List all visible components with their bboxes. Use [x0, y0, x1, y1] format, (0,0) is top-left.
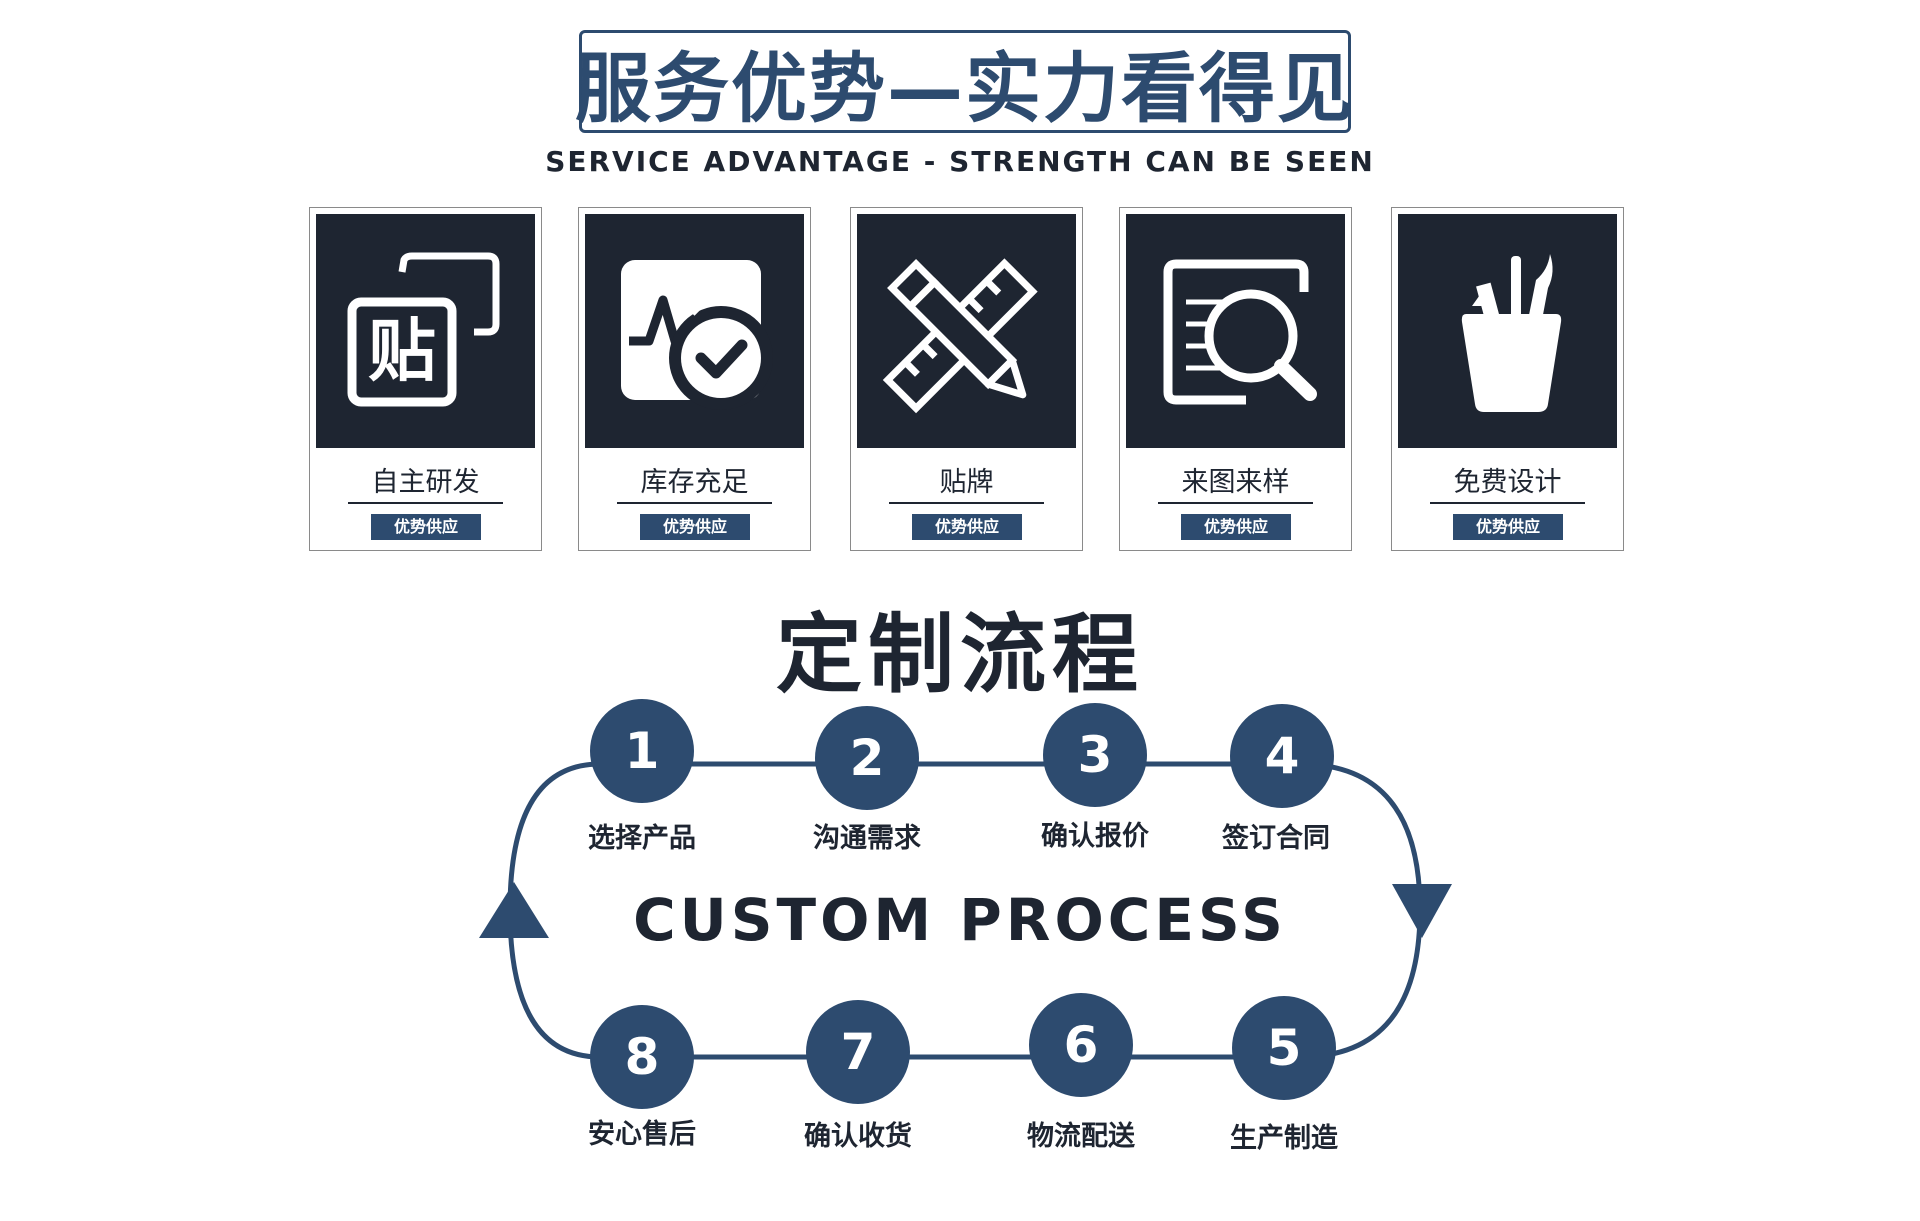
card-icon-tile [857, 214, 1076, 448]
step-label: 生产制造 [1230, 1123, 1338, 1154]
card-badge: 优势供应 [1453, 514, 1563, 540]
step-circle: 6 [1029, 993, 1133, 1097]
process-title: 定制流程 [776, 605, 1144, 705]
advantage-card-stock: 库存充足 优势供应 [578, 207, 811, 551]
card-divider [348, 502, 503, 504]
card-title: 免费设计 [1453, 467, 1562, 498]
step-circle: 1 [590, 699, 694, 803]
process-subtitle: CUSTOM PROCESS [633, 886, 1287, 954]
page-title: 服务优势—实力看得见 [575, 43, 1355, 133]
card-title: 贴牌 [939, 467, 994, 498]
brush-holder-icon [1461, 254, 1562, 412]
card-icon-tile [585, 214, 804, 448]
card-title: 库存充足 [640, 467, 749, 498]
step-label: 沟通需求 [813, 823, 921, 854]
step-circle: 4 [1230, 704, 1334, 808]
card-title: 自主研发 [371, 467, 480, 498]
card-badge: 优势供应 [371, 514, 481, 540]
step-circle: 3 [1043, 703, 1147, 807]
card-badge: 优势供应 [640, 514, 750, 540]
card-badge: 优势供应 [912, 514, 1022, 540]
card-icon-tile [1126, 214, 1345, 448]
card-icon-tile [1398, 214, 1617, 448]
step-circle: 8 [590, 1005, 694, 1109]
card-divider [889, 502, 1044, 504]
step-label: 选择产品 [588, 823, 696, 854]
card-icon-tile: 贴 [316, 214, 535, 448]
step-circle: 7 [806, 1000, 910, 1104]
card-title: 来图来样 [1181, 467, 1290, 498]
arrow-up-icon [479, 882, 549, 938]
advantage-card-rd: 贴 自主研发 优势供应 [309, 207, 542, 551]
advantage-card-sample: 来图来样 优势供应 [1119, 207, 1352, 551]
ruler-pencil-icon [882, 258, 1038, 414]
arrow-down-icon [1392, 884, 1452, 938]
step-circle: 5 [1232, 996, 1336, 1100]
document-search-icon [1163, 259, 1317, 405]
step-label: 确认报价 [1041, 821, 1149, 852]
card-divider [1430, 502, 1585, 504]
page-subtitle: SERVICE ADVANTAGE - STRENGTH CAN BE SEEN [545, 145, 1375, 178]
paste-tag-icon: 贴 [347, 252, 500, 407]
step-label: 安心售后 [588, 1119, 696, 1150]
step-label: 物流配送 [1027, 1121, 1135, 1152]
header-title-box: 服务优势—实力看得见 [575, 30, 1353, 133]
step-label: 确认收货 [804, 1121, 912, 1152]
stock-check-icon [621, 260, 773, 410]
step-label: 签订合同 [1222, 823, 1330, 854]
paste-tag-glyph: 贴 [368, 313, 436, 392]
card-divider [1158, 502, 1313, 504]
advantage-card-design: 免费设计 优势供应 [1391, 207, 1624, 551]
step-circle: 2 [815, 706, 919, 810]
card-badge: 优势供应 [1181, 514, 1291, 540]
card-divider [617, 502, 772, 504]
advantage-card-oem: 贴牌 优势供应 [850, 207, 1083, 551]
